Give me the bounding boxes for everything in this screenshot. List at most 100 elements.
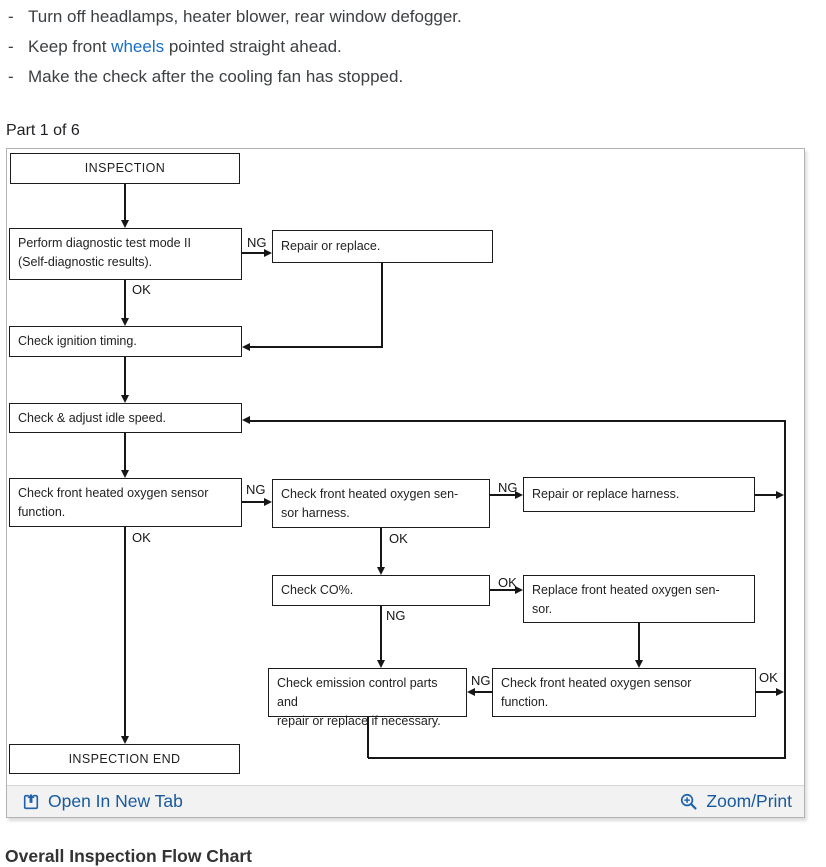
flow-arrowhead-right bbox=[776, 490, 784, 499]
flow-line bbox=[490, 589, 516, 591]
instruction-notes: - Turn off headlamps, heater blower, rea… bbox=[8, 2, 462, 92]
zoom-print-link[interactable]: Zoom/Print bbox=[679, 791, 792, 812]
note-text: Make the check after the cooling fan has… bbox=[28, 67, 404, 86]
widget-footer-bar: Open In New Tab Zoom/Print bbox=[7, 785, 804, 817]
node-label: Perform diagnostic test mode II bbox=[18, 236, 191, 250]
bullet-dash: - bbox=[8, 7, 14, 26]
flow-line bbox=[755, 494, 777, 496]
node-label: Check emission control parts and bbox=[277, 676, 438, 709]
flow-arrowhead-left bbox=[242, 342, 250, 351]
node-label: sor harness. bbox=[281, 506, 350, 520]
flow-line bbox=[368, 757, 786, 759]
edge-label-ok: OK bbox=[132, 530, 151, 545]
edge-label-ok: OK bbox=[498, 575, 517, 590]
node-label: repair or replace if necessary. bbox=[277, 714, 441, 728]
flow-node-o2-sensor-harness: Check front heated oxygen sen- sor harne… bbox=[272, 479, 490, 528]
flow-node-check-ignition-timing: Check ignition timing. bbox=[9, 326, 242, 357]
flow-arrowhead-down bbox=[120, 736, 129, 744]
part-label: Part 1 of 6 bbox=[6, 122, 80, 139]
flow-line bbox=[124, 184, 126, 220]
flow-line bbox=[380, 528, 382, 567]
flow-line bbox=[242, 501, 265, 503]
zoom-magnifier-icon bbox=[679, 792, 698, 811]
flow-arrowhead-down bbox=[376, 660, 385, 668]
flow-node-repair-or-replace: Repair or replace. bbox=[272, 230, 493, 263]
edge-label-ok: OK bbox=[759, 670, 778, 685]
node-label: Check CO%. bbox=[281, 583, 354, 597]
wheels-link[interactable]: wheels bbox=[111, 37, 165, 56]
flow-node-inspection-end: INSPECTION END bbox=[9, 744, 240, 774]
flow-arrowhead-left bbox=[242, 416, 250, 424]
flow-line bbox=[490, 494, 516, 496]
flow-line bbox=[380, 606, 382, 660]
node-label: Check front heated oxygen sensor bbox=[18, 486, 209, 500]
flow-line bbox=[475, 691, 492, 693]
flow-line bbox=[124, 280, 126, 318]
flow-arrowhead-down bbox=[120, 395, 129, 403]
node-label: function. bbox=[18, 505, 66, 519]
flow-arrowhead-right bbox=[264, 248, 272, 257]
node-label: INSPECTION bbox=[84, 161, 166, 175]
section-heading-clipped: Overall Inspection Flow Chart bbox=[5, 846, 252, 866]
flow-arrowhead-right bbox=[776, 687, 784, 696]
flow-line bbox=[242, 252, 265, 254]
flow-arrowhead-right bbox=[515, 585, 523, 594]
node-label: Repair or replace. bbox=[281, 239, 381, 253]
flow-node-emission-control-parts: Check emission control parts and repair … bbox=[268, 668, 467, 728]
node-label: Check front heated oxygen sen- bbox=[281, 487, 459, 501]
open-in-new-tab-icon bbox=[22, 793, 40, 811]
flow-line bbox=[367, 717, 369, 758]
note-text-post: pointed straight ahead. bbox=[164, 37, 342, 56]
bullet-dash: - bbox=[8, 37, 14, 56]
flow-node-inspection: INSPECTION bbox=[10, 153, 240, 184]
flow-line bbox=[250, 346, 383, 348]
flow-arrowhead-down bbox=[120, 220, 129, 228]
flow-node-replace-o2-sensor: Replace front heated oxygen sen- sor. bbox=[523, 575, 755, 623]
flow-line bbox=[124, 433, 126, 470]
flow-node-diagnostic-test: Perform diagnostic test mode II (Self-di… bbox=[9, 228, 242, 280]
flow-arrowhead-down bbox=[634, 660, 643, 668]
edge-label-ng: NG bbox=[386, 608, 406, 623]
flow-line bbox=[250, 420, 785, 422]
flow-arrowhead-down bbox=[120, 318, 129, 326]
open-in-new-tab-label: Open In New Tab bbox=[48, 791, 183, 811]
edge-label-ok: OK bbox=[132, 282, 151, 297]
flowchart-widget: INSPECTION Perform diagnostic test mode … bbox=[6, 148, 805, 818]
flow-node-o2-sensor-function-1: Check front heated oxygen sensor functio… bbox=[9, 478, 242, 527]
node-label: Check & adjust idle speed. bbox=[18, 410, 167, 425]
note-text-pre: Keep front bbox=[28, 37, 112, 56]
flow-return-rail bbox=[784, 420, 786, 758]
flow-arrowhead-right bbox=[515, 490, 523, 499]
flow-line bbox=[124, 357, 126, 395]
flow-line bbox=[756, 691, 777, 693]
node-label: INSPECTION END bbox=[68, 751, 181, 766]
flow-node-check-adjust-idle-speed: Check & adjust idle speed. bbox=[9, 403, 242, 433]
bullet-dash: - bbox=[8, 67, 14, 86]
flow-arrowhead-down bbox=[376, 567, 385, 575]
node-label: (Self-diagnostic results). bbox=[18, 255, 153, 269]
flow-line bbox=[638, 623, 640, 660]
node-label: Check front heated oxygen sensor bbox=[501, 676, 692, 690]
edge-label-ng: NG bbox=[247, 235, 267, 250]
flow-node-repair-replace-harness: Repair or replace harness. bbox=[523, 477, 755, 512]
note-line-2: - Keep front wheels pointed straight ahe… bbox=[8, 32, 462, 62]
edge-label-ng: NG bbox=[471, 673, 491, 688]
edge-label-ng: NG bbox=[498, 480, 518, 495]
note-line-1: - Turn off headlamps, heater blower, rea… bbox=[8, 2, 462, 32]
node-label: function. bbox=[501, 695, 549, 709]
flow-arrowhead-right bbox=[264, 497, 272, 506]
edge-label-ok: OK bbox=[389, 531, 408, 546]
flow-line bbox=[381, 263, 383, 347]
open-in-new-tab-link[interactable]: Open In New Tab bbox=[22, 791, 183, 812]
note-text: Turn off headlamps, heater blower, rear … bbox=[28, 7, 462, 26]
node-label: Check ignition timing. bbox=[18, 334, 137, 348]
edge-label-ng: NG bbox=[246, 482, 266, 497]
flow-line bbox=[124, 527, 126, 736]
node-label: sor. bbox=[532, 602, 553, 616]
flow-node-o2-sensor-function-2: Check front heated oxygen sensor functio… bbox=[492, 668, 756, 717]
flow-arrowhead-left bbox=[467, 687, 475, 696]
note-line-3: - Make the check after the cooling fan h… bbox=[8, 62, 462, 92]
zoom-print-label: Zoom/Print bbox=[706, 791, 792, 811]
flow-arrowhead-down bbox=[120, 470, 129, 478]
flow-node-check-co: Check CO%. bbox=[272, 575, 490, 606]
